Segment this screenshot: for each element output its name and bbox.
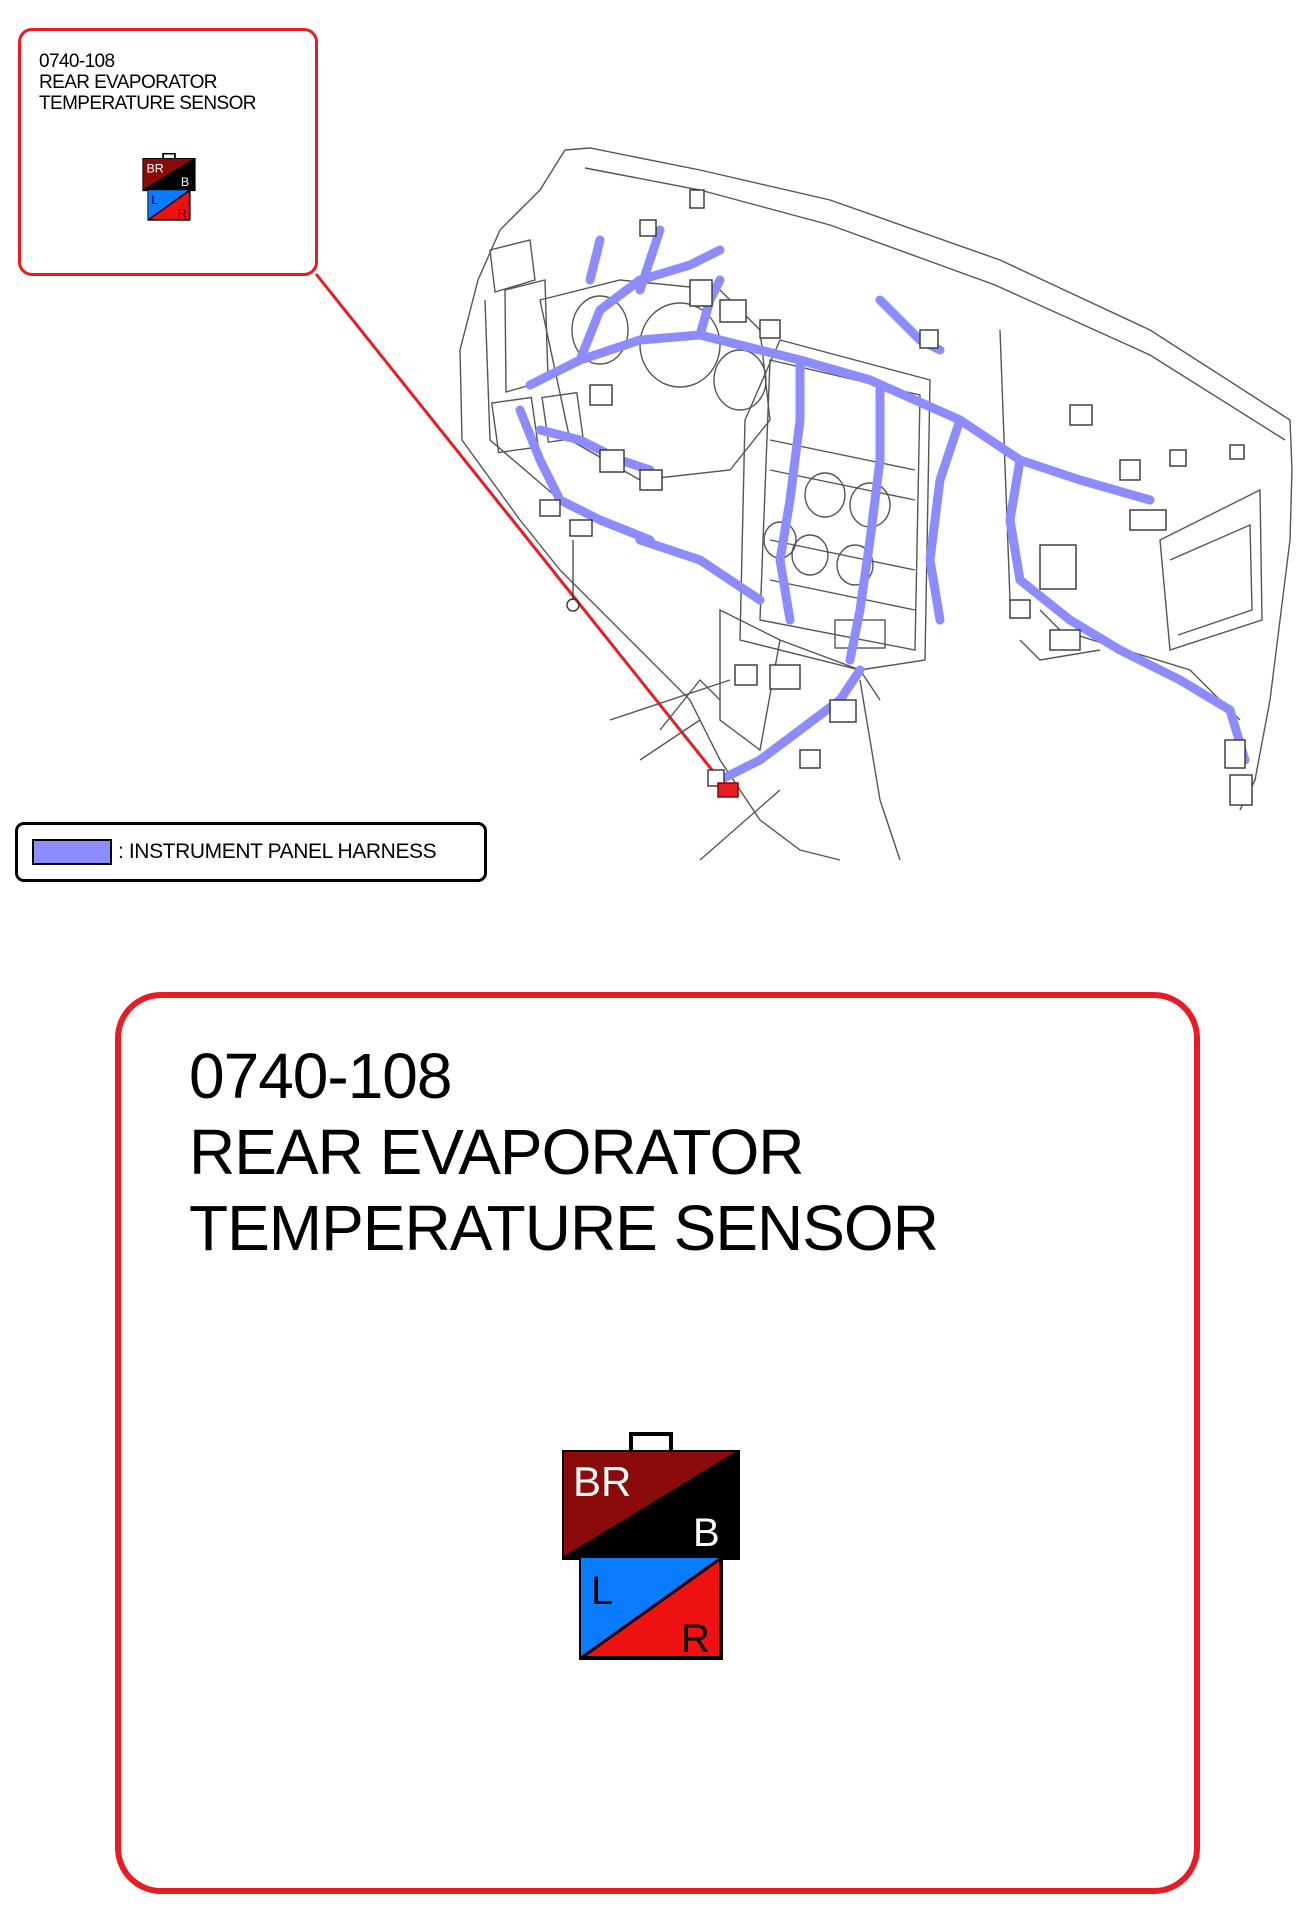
pin-label-l: L: [151, 193, 158, 207]
component-code-large: 0740-108: [189, 1040, 452, 1112]
pin-label-l-large: L: [591, 1569, 613, 1613]
pin-label-br-large: BR: [573, 1458, 631, 1505]
pin-label-r: R: [178, 206, 187, 220]
callout-leader-line: [314, 273, 730, 791]
legend-harness-label: : INSTRUMENT PANEL HARNESS: [118, 840, 437, 863]
legend-box: : INSTRUMENT PANEL HARNESS: [15, 822, 487, 882]
ground-point-marker: [566, 598, 580, 612]
component-callout-large: 0740-108 REAR EVAPORATOR TEMPERATURE SEN…: [115, 992, 1200, 1894]
connector-icon-small: BR B L R: [142, 153, 196, 221]
legend-harness-swatch: [32, 839, 112, 865]
pin-label-b-large: B: [693, 1511, 720, 1555]
instrument-panel-harness: [515, 225, 1250, 785]
connector-icon-large: BR B L R: [562, 1432, 740, 1661]
pin-label-br: BR: [147, 162, 164, 176]
component-code: 0740-108: [39, 51, 115, 72]
pin-label-b: B: [181, 175, 189, 189]
instrument-panel-diagram: [314, 147, 1293, 861]
component-name: REAR EVAPORATOR TEMPERATURE SENSOR: [39, 72, 256, 114]
pin-label-r-large: R: [681, 1617, 710, 1661]
component-callout-small: 0740-108 REAR EVAPORATOR TEMPERATURE SEN…: [18, 28, 318, 276]
rear-evaporator-temperature-sensor-location: [717, 782, 739, 798]
harness-connectors: [539, 189, 1253, 806]
component-name-large: REAR EVAPORATOR TEMPERATURE SENSOR: [189, 1116, 939, 1264]
